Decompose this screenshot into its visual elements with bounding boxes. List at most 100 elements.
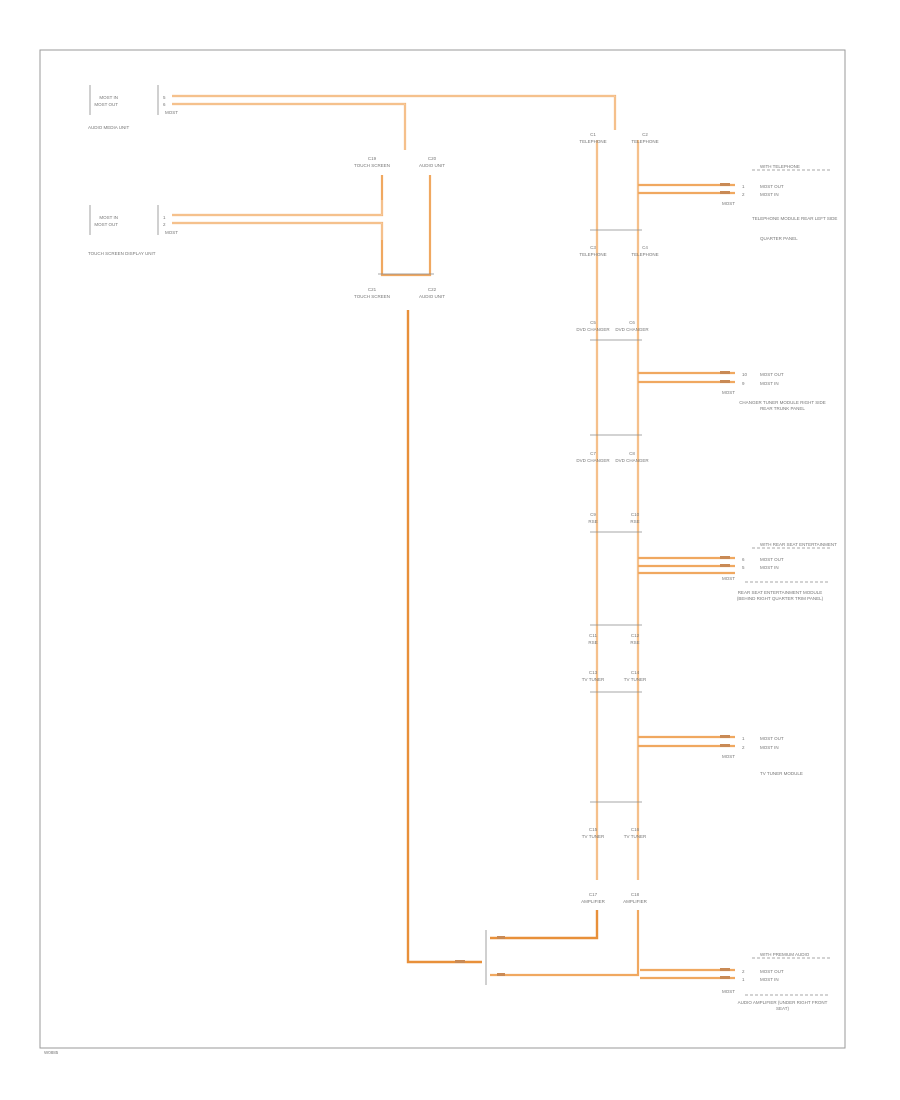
svg-text:DVD CHANGER: DVD CHANGER xyxy=(615,458,649,463)
rear-seat-name: REAR SEAT ENTERTAINMENT MODULE (BEHIND R… xyxy=(736,590,824,601)
tv-tuner-name: TV TUNER MODULE xyxy=(760,771,803,776)
svg-text:C6: C6 xyxy=(629,320,635,325)
left-connector-block: C19 TOUCH SCREEN C20 AUDIO UNIT C21 TOUC… xyxy=(354,156,445,299)
tv-tuner-module: 1 2 MOST OUT MOST IN MOST TV TUNER MODUL… xyxy=(638,735,803,776)
c-left-top-4: AUDIO UNIT xyxy=(419,163,445,168)
svg-text:MOST OUT: MOST OUT xyxy=(760,184,784,189)
svg-text:9: 9 xyxy=(742,381,745,386)
svg-text:RSE: RSE xyxy=(588,519,597,524)
svg-text:TV TUNER: TV TUNER xyxy=(624,677,647,682)
touch-screen-unit: MOST IN MOST OUT 1 2 MOST TOUCH SCREEN D… xyxy=(88,205,178,256)
audio-pin-2-num: 6 xyxy=(163,102,166,107)
svg-text:TV TUNER: TV TUNER xyxy=(582,834,605,839)
svg-text:5: 5 xyxy=(742,565,745,570)
svg-text:TV TUNER: TV TUNER xyxy=(624,834,647,839)
svg-text:AMPLIFIER: AMPLIFIER xyxy=(623,899,648,904)
svg-text:C11: C11 xyxy=(589,633,597,638)
svg-text:C9: C9 xyxy=(590,512,596,517)
svg-text:MOST OUT: MOST OUT xyxy=(760,372,784,377)
svg-text:WITH PREMIUM AUDIO: WITH PREMIUM AUDIO xyxy=(760,952,810,957)
svg-text:C7: C7 xyxy=(590,451,596,456)
c-left-bot-2: TOUCH SCREEN xyxy=(354,294,390,299)
svg-text:MOST OUT: MOST OUT xyxy=(760,969,784,974)
svg-text:C18: C18 xyxy=(631,892,640,897)
svg-text:C16: C16 xyxy=(631,827,640,832)
svg-text:DVD CHANGER: DVD CHANGER xyxy=(576,327,610,332)
svg-text:1: 1 xyxy=(742,184,745,189)
wire-audio-most-out xyxy=(172,102,407,150)
c-left-top-3: C20 xyxy=(428,156,437,161)
svg-text:MOST IN: MOST IN xyxy=(760,381,779,386)
c-left-bot-4: AUDIO UNIT xyxy=(419,294,445,299)
dvd-changer-module: 10 9 MOST OUT MOST IN MOST CHANGER TUNER… xyxy=(638,371,826,411)
svg-text:1: 1 xyxy=(742,736,745,741)
svg-text:WITH REAR SEAT ENTERTAINMENT: WITH REAR SEAT ENTERTAINMENT xyxy=(760,542,837,547)
svg-text:RSE: RSE xyxy=(630,640,639,645)
connector-tv: C13 TV TUNER C14 TV TUNER C15 TV TUNER C… xyxy=(582,670,647,839)
connector-amplifier: C17 AMPLIFIER C18 AMPLIFIER xyxy=(581,892,648,904)
dvd-name: CHANGER TUNER MODULE RIGHT SIDE REAR TRU… xyxy=(739,400,826,411)
audio-pin-2-name: MOST OUT xyxy=(94,102,118,107)
wire-touch-most-out xyxy=(172,221,384,240)
svg-text:MOST: MOST xyxy=(722,390,735,395)
svg-text:2: 2 xyxy=(742,192,745,197)
diagram-frame xyxy=(39,49,846,1049)
footer-code: W0885 xyxy=(44,1050,59,1055)
svg-text:MOST OUT: MOST OUT xyxy=(760,557,784,562)
c-left-bot-3: C22 xyxy=(428,287,437,292)
svg-text:TV TUNER: TV TUNER xyxy=(582,677,605,682)
svg-text:TELEPHONE: TELEPHONE xyxy=(579,252,606,257)
svg-text:AMPLIFIER: AMPLIFIER xyxy=(581,899,606,904)
svg-text:TELEPHONE: TELEPHONE xyxy=(631,139,658,144)
audio-unit: MOST IN MOST OUT 5 6 MOST AUDIO MEDIA UN… xyxy=(88,85,178,130)
wire-trunk-main xyxy=(406,310,482,964)
connector-dvd: C5 DVD CHANGER C6 DVD CHANGER C7 DVD CHA… xyxy=(576,320,649,463)
touch-pin-2-name: MOST OUT xyxy=(94,222,118,227)
svg-text:MOST IN: MOST IN xyxy=(760,565,779,570)
touch-screen-name: TOUCH SCREEN DISPLAY UNIT xyxy=(88,251,156,256)
wire-touch-most-in xyxy=(172,200,384,217)
amplifier-name: AUDIO AMPLIFIER (UNDER RIGHT FRONT SEAT) xyxy=(737,1000,828,1011)
svg-text:MOST: MOST xyxy=(722,989,735,994)
c-left-top-2: TOUCH SCREEN xyxy=(354,163,390,168)
audio-amplifier: WITH PREMIUM AUDIO 2 1 MOST OUT MOST IN … xyxy=(640,952,830,1011)
svg-text:C1: C1 xyxy=(590,132,596,137)
connector-rse: C9 RSE C10 RSE C11 RSE C12 RSE xyxy=(588,512,642,645)
svg-text:MOST OUT: MOST OUT xyxy=(760,736,784,741)
svg-text:C17: C17 xyxy=(589,892,598,897)
rear-seat-entertainment-module: WITH REAR SEAT ENTERTAINMENT 6 5 MOST OU… xyxy=(638,542,837,601)
svg-text:C14: C14 xyxy=(631,670,640,675)
svg-text:C3: C3 xyxy=(590,245,596,250)
svg-text:1: 1 xyxy=(742,977,745,982)
svg-text:MOST: MOST xyxy=(722,754,735,759)
svg-text:C13: C13 xyxy=(589,670,598,675)
svg-text:MOST: MOST xyxy=(722,201,735,206)
c-left-bot-1: C21 xyxy=(368,287,377,292)
wire-audio-most-in xyxy=(172,94,617,130)
svg-text:MOST IN: MOST IN xyxy=(760,745,779,750)
touch-bus-label: MOST xyxy=(165,230,178,235)
telephone-module: WITH TELEPHONE 1 2 MOST OUT MOST IN MOST… xyxy=(638,164,837,241)
audio-unit-name: AUDIO MEDIA UNIT xyxy=(88,125,130,130)
telephone-name: TELEPHONE MODULE REAR LEFT SIDE xyxy=(752,216,837,221)
svg-text:RSE: RSE xyxy=(630,519,639,524)
svg-text:C4: C4 xyxy=(642,245,648,250)
audio-bus-label: MOST xyxy=(165,110,178,115)
svg-text:TELEPHONE: TELEPHONE xyxy=(631,252,658,257)
svg-text:C15: C15 xyxy=(589,827,598,832)
telephone-location: QUARTER PANEL xyxy=(760,236,798,241)
audio-pin-1-num: 5 xyxy=(163,95,166,100)
touch-pin-2-num: 2 xyxy=(163,222,166,227)
svg-text:C12: C12 xyxy=(631,633,640,638)
amplifier-junction xyxy=(455,910,640,985)
audio-pin-1-name: MOST IN xyxy=(99,95,118,100)
svg-text:TELEPHONE: TELEPHONE xyxy=(579,139,606,144)
svg-text:6: 6 xyxy=(742,557,745,562)
svg-text:C8: C8 xyxy=(629,451,635,456)
svg-text:MOST IN: MOST IN xyxy=(760,192,779,197)
touch-pin-1-num: 1 xyxy=(163,215,166,220)
svg-text:DVD CHANGER: DVD CHANGER xyxy=(615,327,649,332)
svg-text:MOST: MOST xyxy=(722,576,735,581)
svg-text:DVD CHANGER: DVD CHANGER xyxy=(576,458,610,463)
